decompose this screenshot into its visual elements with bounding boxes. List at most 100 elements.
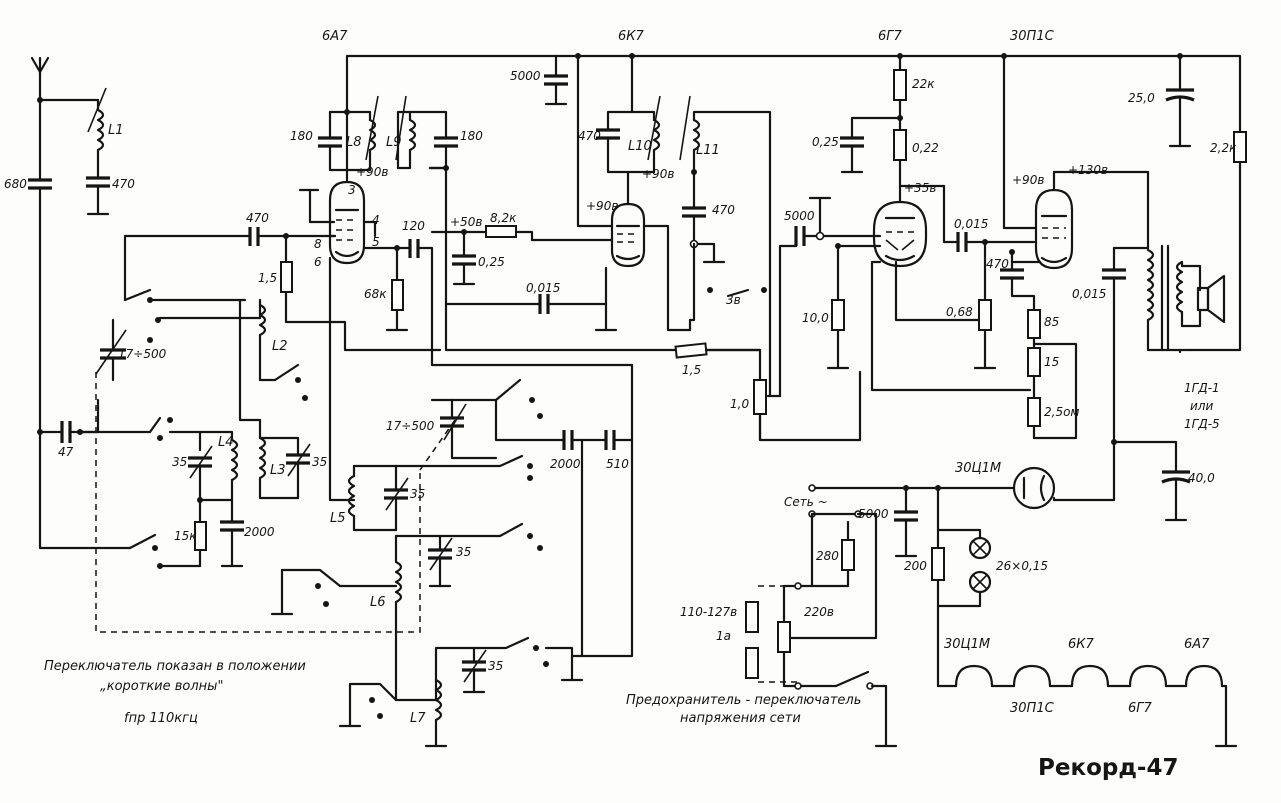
inductor-l10 (652, 118, 661, 152)
tube-label-30p1s: 30П1С (1010, 29, 1054, 44)
label-c35a: 35 (172, 455, 188, 469)
label-c35e: 35 (488, 659, 504, 673)
pin-label-3: 3 (348, 183, 356, 197)
label-speaker-or: или (1190, 399, 1214, 413)
filament-string (954, 664, 1238, 748)
label-c35c: 35 (410, 487, 426, 501)
output-transformer-primary (1146, 248, 1155, 322)
label-v1308: +130в (1068, 163, 1109, 177)
label-mains: Сеть ~ (784, 495, 828, 509)
tube-label-6g7: 6Г7 (878, 29, 902, 44)
note-intermediate-frequency: fпр 110кгц (124, 711, 198, 726)
filament-label-6k7: 6К7 (1068, 637, 1094, 652)
label-l11: L11 (696, 143, 720, 158)
label-r85: 85 (1044, 315, 1060, 329)
label-c17-500b: 17÷500 (386, 419, 435, 433)
tube-6k7 (610, 202, 646, 268)
tube-30p1s (1034, 188, 1074, 270)
label-c17-500a: 17÷500 (118, 347, 167, 361)
label-c470b: 470 (246, 211, 269, 225)
label-c47: 47 (58, 445, 74, 459)
pin-label-5: 5 (372, 235, 380, 249)
note-fuse-line1: Предохранитель - переключатель (626, 693, 862, 708)
label-c510: 510 (606, 457, 629, 471)
label-r280: 280 (816, 549, 839, 563)
label-c120: 120 (402, 219, 425, 233)
label-c400: 40,0 (1188, 471, 1215, 485)
inductor-l5 (347, 474, 356, 518)
label-l1: L1 (108, 123, 124, 138)
label-r15c: 15 (1044, 355, 1060, 369)
label-l5: L5 (330, 511, 346, 526)
pin-label-8: 8 (314, 237, 322, 251)
label-c35b: 35 (312, 455, 328, 469)
inductor-l11 (692, 118, 701, 152)
label-l7: L7 (410, 711, 426, 726)
label-v38: 3в (726, 293, 741, 307)
label-l4: L4 (218, 435, 234, 450)
inductor-l2 (258, 303, 267, 337)
pin-label-4: 4 (372, 213, 380, 227)
pilot-lamps-icon (968, 536, 992, 594)
label-v908d: +90в (1012, 173, 1045, 187)
label-r22k2: 2,2к (1210, 141, 1237, 155)
loudspeaker-icon (1196, 274, 1226, 324)
label-v908b: +90в (586, 199, 619, 213)
label-r15b: 1,5 (682, 363, 702, 377)
inductor-l6 (394, 560, 403, 604)
filament-label-6a7: 6А7 (1184, 637, 1210, 652)
inductor-l8 (368, 118, 377, 152)
label-c0015c: 0,015 (1072, 287, 1107, 301)
label-l10: L10 (628, 139, 652, 154)
label-c5000a: 5000 (510, 69, 541, 83)
label-r15a: 1,5 (258, 271, 278, 285)
label-v358: +35в (904, 181, 937, 195)
band-switch-1 (123, 234, 262, 569)
label-r68k: 68к (364, 287, 387, 301)
label-c5000b: 5000 (784, 209, 815, 223)
tube-6g7 (872, 200, 928, 268)
label-r022: 0,22 (912, 141, 939, 155)
note-switch-line2: „короткие волны" (100, 679, 224, 694)
label-l2: L2 (272, 339, 288, 354)
label-l3: L3 (270, 463, 286, 478)
label-c680: 680 (4, 177, 27, 191)
label-v110: 110-127в (680, 605, 738, 619)
label-c0015b: 0,015 (954, 217, 989, 231)
label-c470d: 470 (712, 203, 735, 217)
tube-label-30c1m: 30Ц1М (955, 461, 1002, 476)
label-v220: 220в (804, 605, 834, 619)
label-c35d: 35 (456, 545, 472, 559)
label-c470a: 470 (112, 177, 135, 191)
antenna (30, 56, 50, 102)
note-fuse-line2: напряжения сети (680, 711, 801, 726)
label-r200: 200 (904, 559, 927, 573)
label-c180b: 180 (460, 129, 483, 143)
tube-label-6a7: 6А7 (322, 29, 348, 44)
filament-label-30p1s: 30П1С (1010, 701, 1054, 716)
label-l6: L6 (370, 595, 386, 610)
label-r068: 0,68 (946, 305, 973, 319)
filament-label-30c1m: 30Ц1М (944, 637, 991, 652)
label-v908c: +90в (642, 167, 675, 181)
label-fuse: 1а (716, 629, 731, 643)
output-transformer-secondary (1175, 260, 1184, 314)
inductor-l1 (96, 108, 105, 152)
label-v908a: +90в (356, 165, 389, 179)
label-c025b: 0,25 (812, 135, 839, 149)
label-c2000a: 2000 (244, 525, 275, 539)
label-c5000c: 5000 (858, 507, 889, 521)
label-r100: 10,0 (802, 311, 829, 325)
label-l9: L9 (386, 135, 402, 150)
label-l8: L8 (346, 135, 362, 150)
label-speaker-1gd5: 1ГД-5 (1184, 417, 1220, 431)
note-switch-line1: Переключатель показан в положении (44, 659, 306, 674)
inductor-l3 (258, 436, 267, 480)
label-lamps: 26×0,15 (996, 559, 1049, 573)
filament-label-6g7: 6Г7 (1128, 701, 1152, 716)
tube-label-6k7: 6К7 (618, 29, 644, 44)
label-c470e: 470 (986, 257, 1009, 271)
pin-label-6: 6 (314, 255, 322, 269)
